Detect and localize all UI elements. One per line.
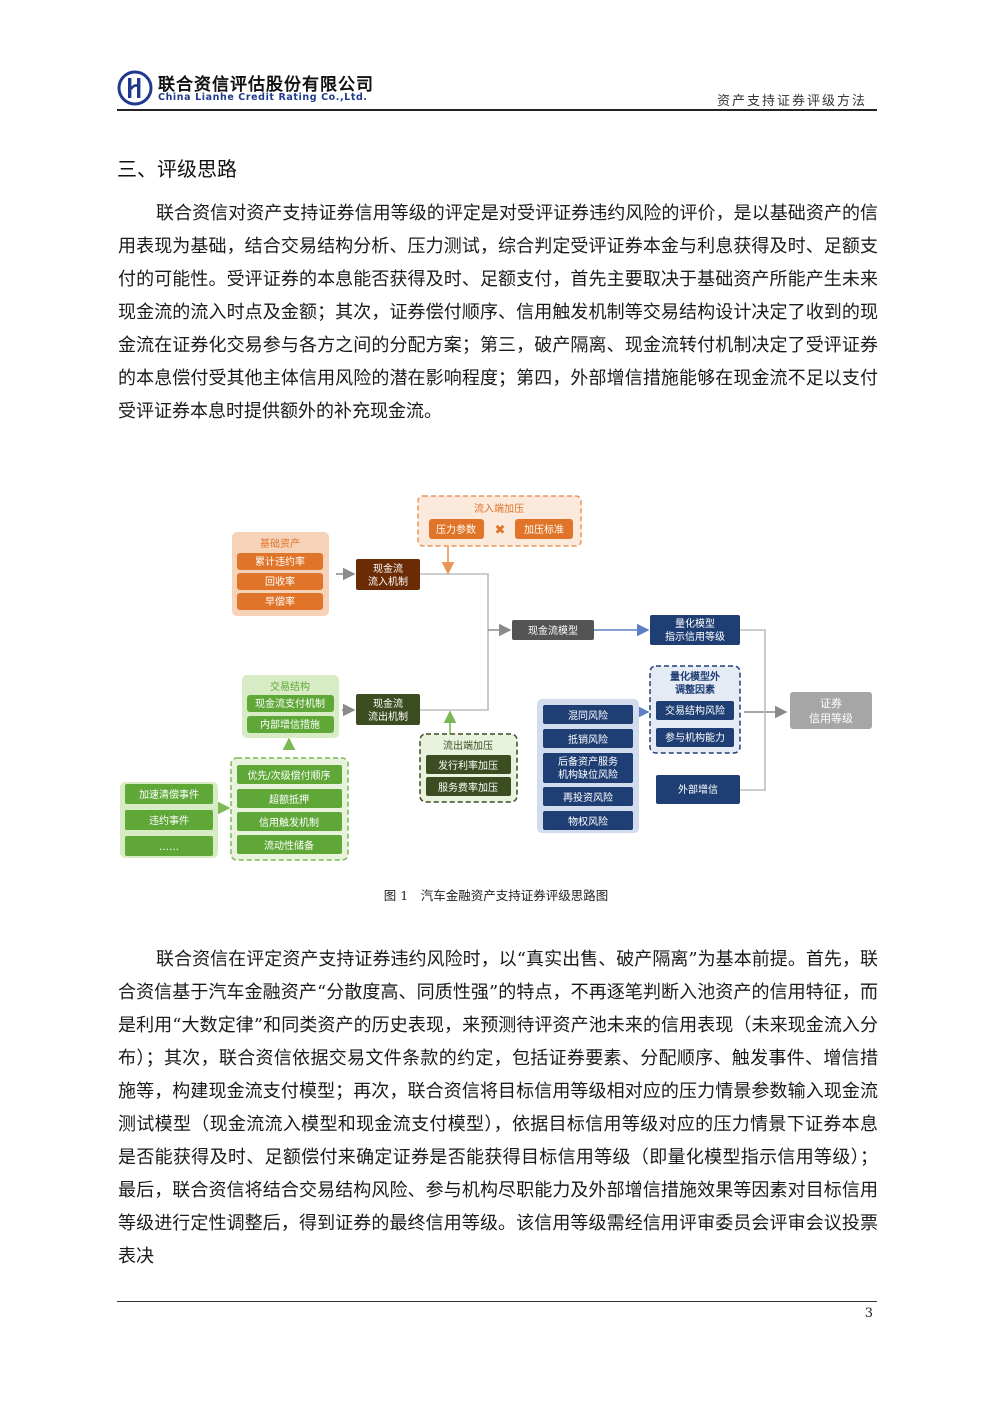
cash-flow-model: 现金流模型 xyxy=(512,620,594,640)
trade-structure-title: 交易结构 xyxy=(270,680,310,693)
structure-items-group: 优先/次级偿付顺序 超额抵押 信用触发机制 流动性储备 xyxy=(230,757,349,861)
page-number: 3 xyxy=(864,1306,873,1321)
connector-lines xyxy=(217,546,788,815)
adjustment-factors-group: 量化模型外 调整因素 交易结构风险 参与机构能力 xyxy=(649,665,741,754)
svg-text:加速清偿事件: 加速清偿事件 xyxy=(139,788,199,801)
svg-text:再投资风险: 再投资风险 xyxy=(563,791,613,804)
paragraph-2: 联合资信在评定资产支持证券违约风险时，以“真实出售、破产隔离”为基本前提。首先，… xyxy=(118,949,878,1267)
svg-text:物权风险: 物权风险 xyxy=(568,815,608,828)
document-title: 资产支持证券评级方法 xyxy=(716,94,867,109)
company-logo-icon xyxy=(117,70,153,106)
footer-divider xyxy=(117,1301,877,1302)
svg-text:内部增信措施: 内部增信措施 xyxy=(260,718,320,731)
svg-text:参与机构能力: 参与机构能力 xyxy=(665,731,725,744)
final-credit-rating: 证券 信用等级 xyxy=(790,692,872,729)
svg-text:量化模型外: 量化模型外 xyxy=(670,670,720,683)
svg-text:超额抵押: 超额抵押 xyxy=(269,793,309,806)
base-assets-group: 基础资产 累计违约率 回收率 早偿率 xyxy=(232,532,329,616)
svg-text:现金流: 现金流 xyxy=(373,562,403,575)
rating-flow-diagram: 流入端加压 压力参数 ✖ 加压标准 基础资产 累计违约率 回收率 早偿率 现金流… xyxy=(117,490,877,870)
company-name-cn: 联合资信评估股份有限公司 xyxy=(158,75,374,95)
risk-factors-group: 混同风险 抵销风险 后备资产服务 机构缺位风险 再投资风险 物权风险 xyxy=(537,699,639,833)
inflow-stress-group: 流入端加压 压力参数 ✖ 加压标准 xyxy=(417,495,582,547)
paragraph-1: 联合资信对资产支持证券信用等级的评定是对受评证券违约风险的评价，是以基础资产的信… xyxy=(118,203,878,422)
external-enhancement: 外部增信 xyxy=(656,775,740,804)
svg-text:……: …… xyxy=(159,842,179,853)
svg-text:流出机制: 流出机制 xyxy=(368,710,408,723)
svg-text:指示信用等级: 指示信用等级 xyxy=(665,630,725,643)
outflow-stress-group: 流出端加压 发行利率加压 服务费率加压 xyxy=(419,733,518,803)
page-header: 联合资信评估股份有限公司 China Lianhe Credit Rating … xyxy=(0,0,992,112)
header-divider xyxy=(117,109,877,111)
svg-text:混同风险: 混同风险 xyxy=(568,709,608,722)
diagram-canvas: 流入端加压 压力参数 ✖ 加压标准 基础资产 累计违约率 回收率 早偿率 现金流… xyxy=(120,495,872,861)
svg-text:抵销风险: 抵销风险 xyxy=(568,733,608,746)
base-assets-title: 基础资产 xyxy=(260,537,300,550)
svg-text:违约事件: 违约事件 xyxy=(149,814,189,827)
inflow-stress-title: 流入端加压 xyxy=(474,502,524,515)
svg-text:调整因素: 调整因素 xyxy=(675,683,715,696)
svg-text:信用等级: 信用等级 xyxy=(809,711,853,725)
cash-outflow-mechanism: 现金流 流出机制 xyxy=(356,694,420,725)
svg-text:服务费率加压: 服务费率加压 xyxy=(438,781,498,794)
cumulative-default-label: 累计违约率 xyxy=(255,555,305,568)
cash-inflow-mechanism: 现金流 流入机制 xyxy=(356,559,420,590)
trade-structure-group: 交易结构 现金流支付机制 内部增信措施 xyxy=(242,675,339,738)
figure-caption: 图 1 汽车金融资产支持证券评级思路图 xyxy=(383,888,609,903)
quant-indicated-rating: 量化模型 指示信用等级 xyxy=(650,615,740,645)
svg-text:发行利率加压: 发行利率加压 xyxy=(438,759,498,772)
svg-text:机构缺位风险: 机构缺位风险 xyxy=(558,768,618,781)
svg-text:证券: 证券 xyxy=(820,696,842,710)
svg-text:后备资产服务: 后备资产服务 xyxy=(558,755,618,768)
svg-text:流出端加压: 流出端加压 xyxy=(443,739,493,752)
svg-text:流动性储备: 流动性储备 xyxy=(264,839,314,852)
svg-text:现金流支付机制: 现金流支付机制 xyxy=(255,697,325,710)
prepayment-rate-label: 早偿率 xyxy=(265,595,295,608)
svg-text:现金流: 现金流 xyxy=(373,697,403,710)
svg-text:流入机制: 流入机制 xyxy=(368,575,408,588)
svg-text:外部增信: 外部增信 xyxy=(678,783,718,796)
stress-parameter-label: 压力参数 xyxy=(436,523,476,536)
section-title: 三、评级思路 xyxy=(117,157,237,181)
svg-text:交易结构风险: 交易结构风险 xyxy=(665,704,725,717)
multiply-icon: ✖ xyxy=(495,523,506,538)
svg-text:现金流模型: 现金流模型 xyxy=(528,624,578,637)
trigger-events-group: 加速清偿事件 违约事件 …… xyxy=(120,782,218,858)
stress-standard-label: 加压标准 xyxy=(524,524,564,536)
recovery-rate-label: 回收率 xyxy=(265,575,295,588)
svg-text:信用触发机制: 信用触发机制 xyxy=(259,816,319,829)
svg-text:量化模型: 量化模型 xyxy=(675,617,715,630)
svg-text:优先/次级偿付顺序: 优先/次级偿付顺序 xyxy=(247,769,330,782)
company-name-en: China Lianhe Credit Rating Co.,Ltd. xyxy=(158,92,368,103)
